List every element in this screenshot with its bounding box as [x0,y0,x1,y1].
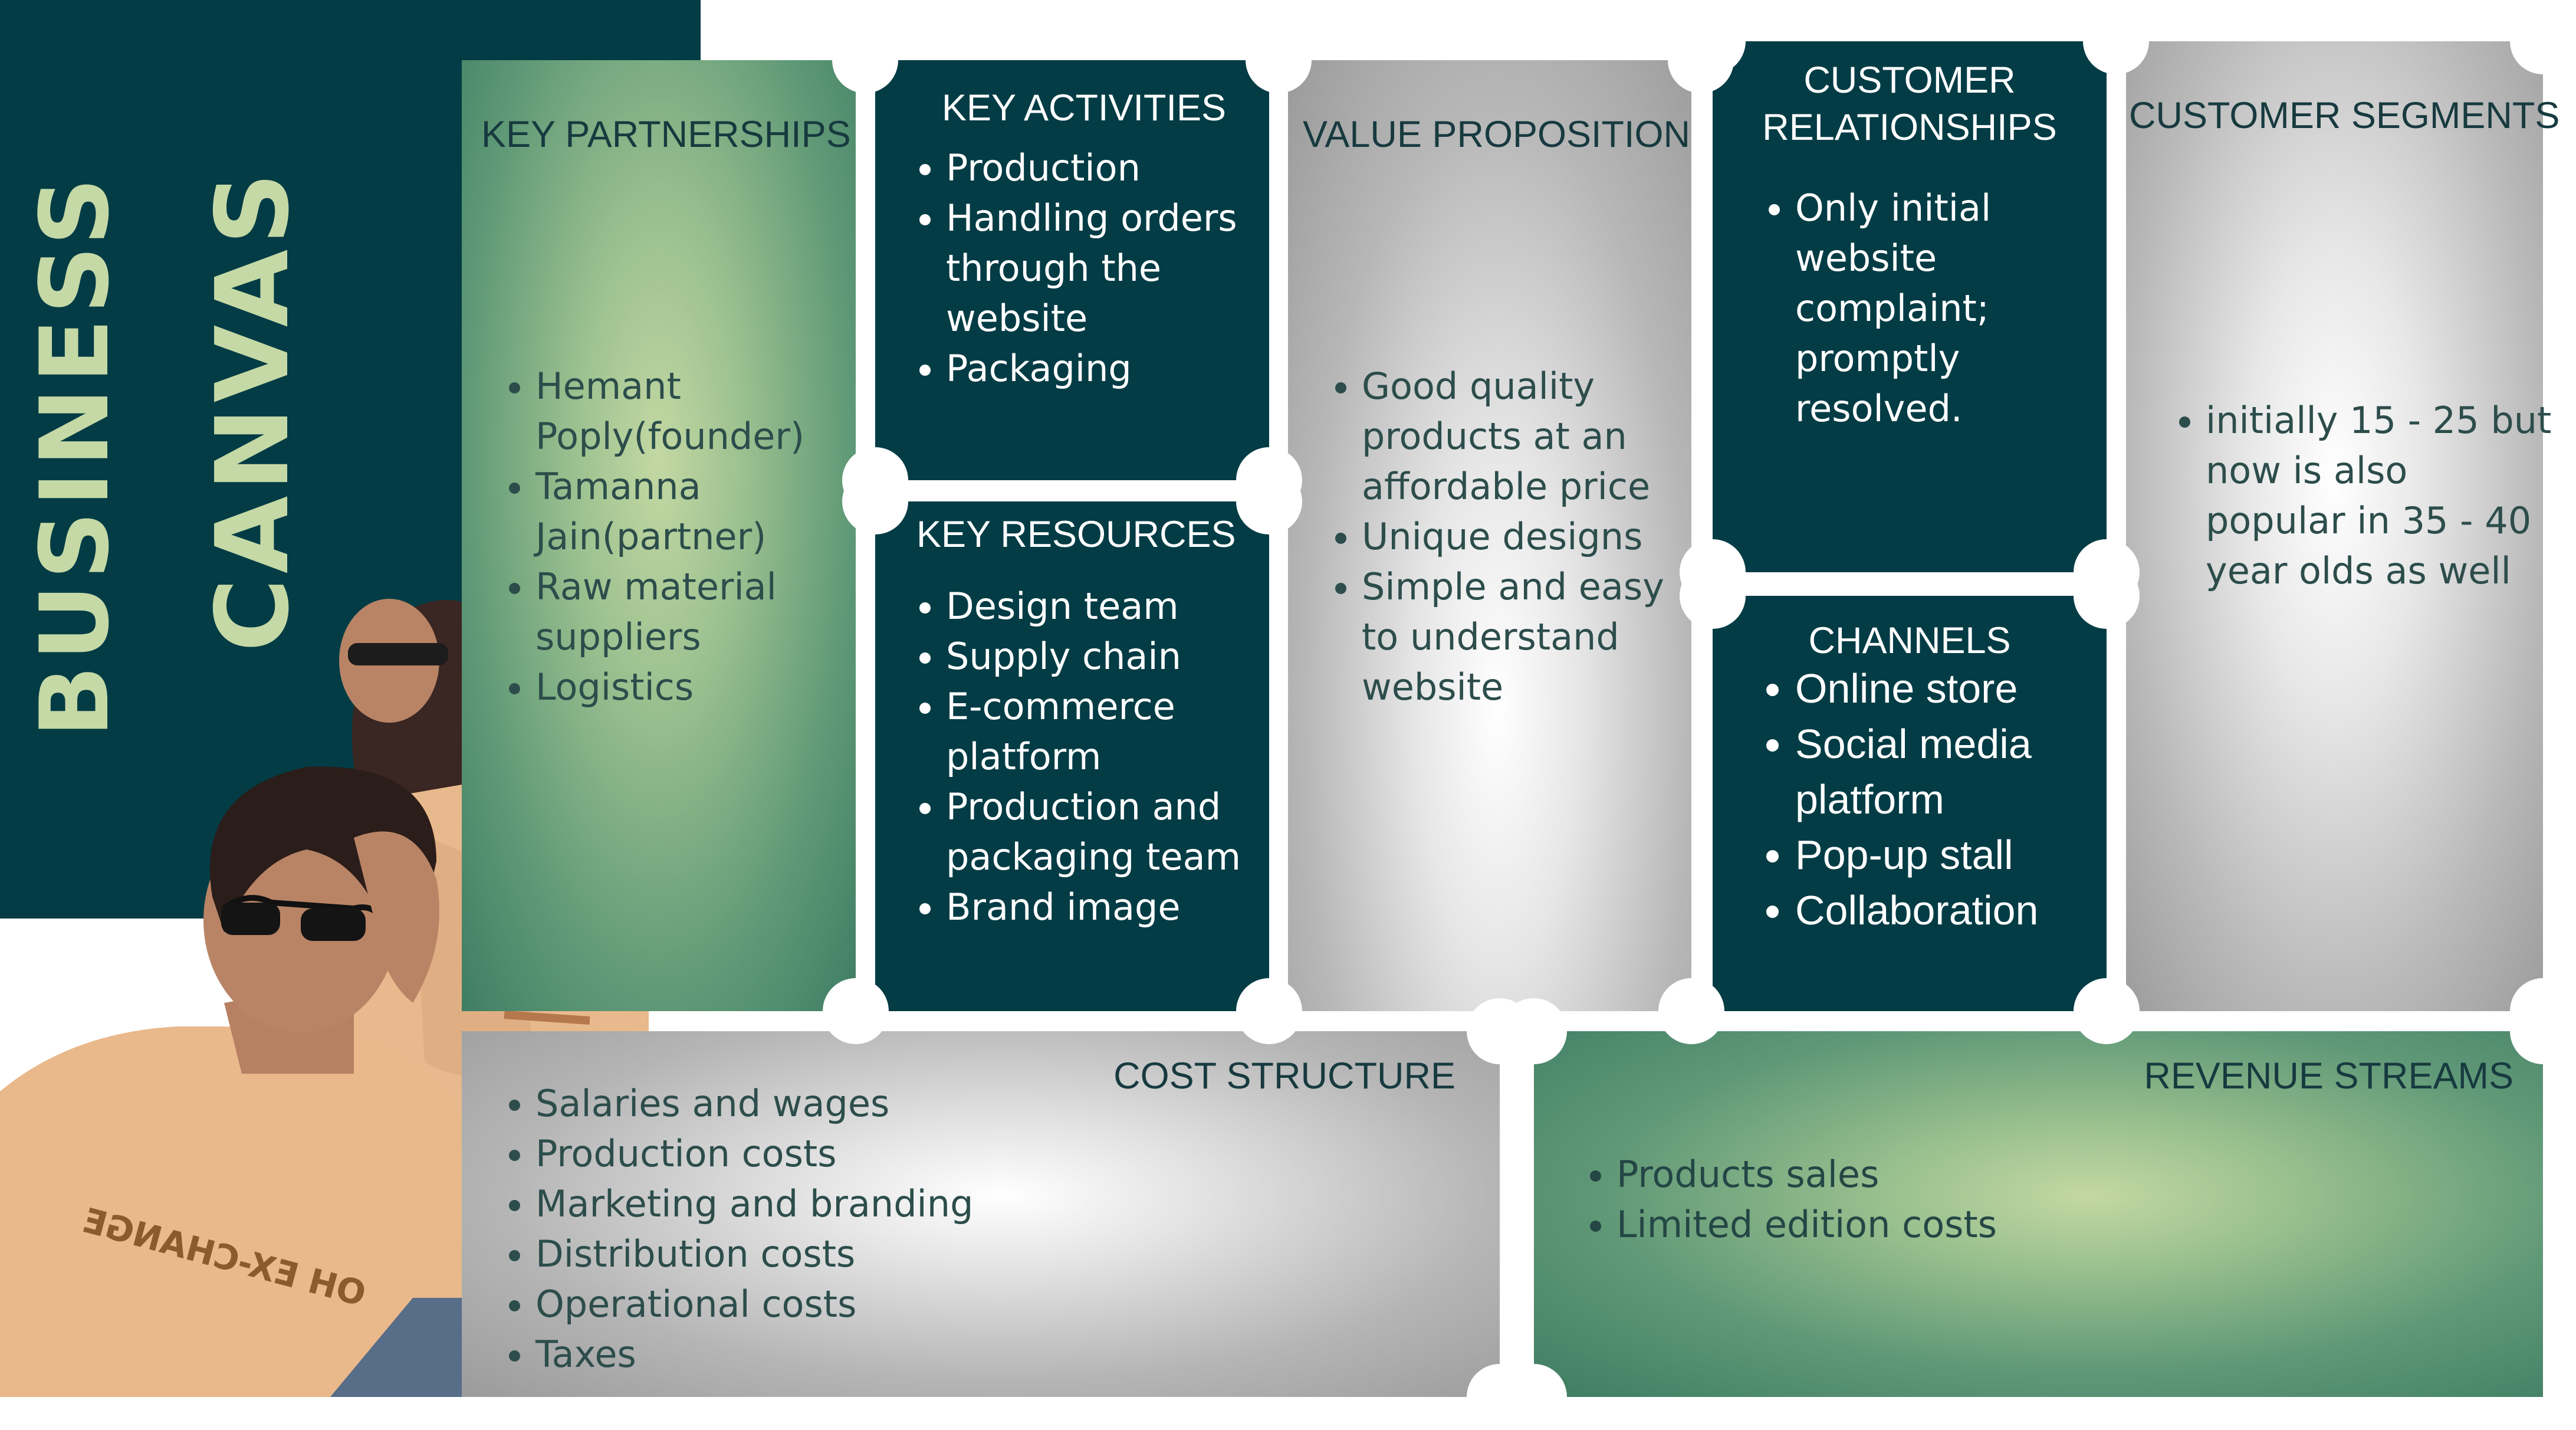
customer-relationships-title-line1: CUSTOMER [1803,60,2016,101]
list-item: Limited edition costs [1616,1199,2147,1249]
customer-relationships-title-line2: RELATIONSHIPS [1762,107,2057,148]
key-resources-title: KEY RESOURCES [916,514,1236,555]
list-item: Social media platform [1795,716,2125,827]
list-item: Production and packaging team [946,782,1288,882]
key-resources-list: Design team Supply chain E-commerce plat… [911,581,1288,932]
list-item: E-commerce platform [946,681,1288,782]
list-item: Packaging [946,343,1288,393]
card-key-partnerships: KEY PARTNERSHIPS Hemant Poply(founder) T… [462,60,856,1011]
list-item: Production costs [535,1129,1184,1179]
cost-structure-list: Salaries and wages Production costs Mark… [500,1078,1184,1379]
list-item: Salaries and wages [535,1078,1184,1129]
customer-segments-list: initially 15 - 25 but now is also popula… [2170,395,2554,596]
card-customer-relationships: CUSTOMER RELATIONSHIPS Only initial webs… [1713,41,2107,572]
list-item: Online store [1795,661,2125,716]
list-item: Supply chain [946,631,1288,681]
card-cost-structure: COST STRUCTURE Salaries and wages Produc… [462,1031,1500,1397]
list-item: Only initial website complaint; promptly… [1795,183,2019,434]
list-item: Collaboration [1795,883,2125,938]
list-item: Handling orders through the website [946,193,1288,343]
list-item: Taxes [535,1329,1184,1379]
list-item: Simple and easy to understand website [1362,562,1710,712]
list-item: initially 15 - 25 but now is also popula… [2206,395,2554,596]
list-item: Pop-up stall [1795,827,2125,883]
value-proposition-title: VALUE PROPOSITION [1303,114,1690,155]
card-customer-segments: CUSTOMER SEGMENTS initially 15 - 25 but … [2126,41,2559,1011]
revenue-streams-list: Products sales Limited edition costs [1581,1149,2147,1249]
list-item: Design team [946,581,1288,631]
list-item: Production [946,143,1288,193]
channels-title: CHANNELS [1808,620,2011,661]
key-activities-list: Production Handling orders through the w… [911,143,1288,393]
list-item: Unique designs [1362,511,1710,562]
list-item: Brand image [946,882,1288,932]
customer-relationships-list: Only initial website complaint; promptly… [1760,183,2019,434]
key-partnerships-title: KEY PARTNERSHIPS [481,114,851,155]
card-key-activities: KEY ACTIVITIES Production Handling order… [875,60,1269,480]
list-item: Logistics [535,662,878,712]
list-item: Good quality products at an affordable p… [1362,361,1710,511]
card-key-resources: KEY RESOURCES Design team Supply chain E… [875,501,1269,1011]
list-item: Operational costs [535,1279,1184,1329]
list-item: Distribution costs [535,1229,1184,1279]
list-item: Hemant Poply(founder) [535,361,878,461]
list-item: Marketing and branding [535,1179,1184,1229]
cost-structure-title: COST STRUCTURE [1113,1055,1455,1097]
card-value-proposition: VALUE PROPOSITION Good quality products … [1288,60,1691,1011]
list-item: Products sales [1616,1149,2147,1199]
customer-segments-title: CUSTOMER SEGMENTS [2129,95,2560,136]
channels-list: Online store Social media platform Pop-u… [1760,661,2125,938]
list-item: Raw material suppliers [535,562,878,662]
card-revenue-streams: REVENUE STREAMS Products sales Limited e… [1534,1031,2543,1397]
key-activities-title: KEY ACTIVITIES [942,87,1227,129]
card-channels: CHANNELS Online store Social media platf… [1713,596,2107,1011]
key-partnerships-list: Hemant Poply(founder) Tamanna Jain(partn… [500,361,878,712]
value-proposition-list: Good quality products at an affordable p… [1326,361,1710,712]
revenue-streams-title: REVENUE STREAMS [2144,1055,2513,1097]
list-item: Tamanna Jain(partner) [535,461,878,562]
